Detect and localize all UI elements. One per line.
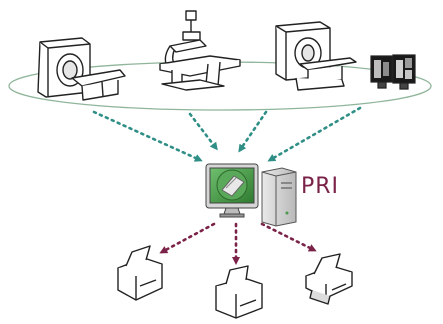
c-arm-xray-icon xyxy=(159,10,241,91)
mri-scanner-icon xyxy=(37,37,126,101)
input-arrows xyxy=(92,106,362,162)
server-label: PRI xyxy=(301,174,340,199)
arrow-carm-to-pri xyxy=(188,112,218,151)
ct-scanner-icon xyxy=(275,21,357,91)
arrow-monitors-to-pri xyxy=(267,106,362,162)
arrow-pri-to-printer-right xyxy=(260,222,317,252)
arrow-ct-to-pri xyxy=(238,110,268,153)
arrow-mri-to-pri xyxy=(92,110,203,162)
printer-icon xyxy=(215,265,263,319)
output-arrows xyxy=(159,222,317,265)
monitor-icon xyxy=(205,163,259,218)
pc-workstation-icon xyxy=(205,163,297,227)
computer-tower-icon xyxy=(261,167,297,227)
printer-icon xyxy=(117,245,163,301)
workstation-monitors-icon xyxy=(370,54,416,90)
arrow-pri-to-printer-left xyxy=(159,222,216,254)
printer-icon xyxy=(305,253,353,305)
